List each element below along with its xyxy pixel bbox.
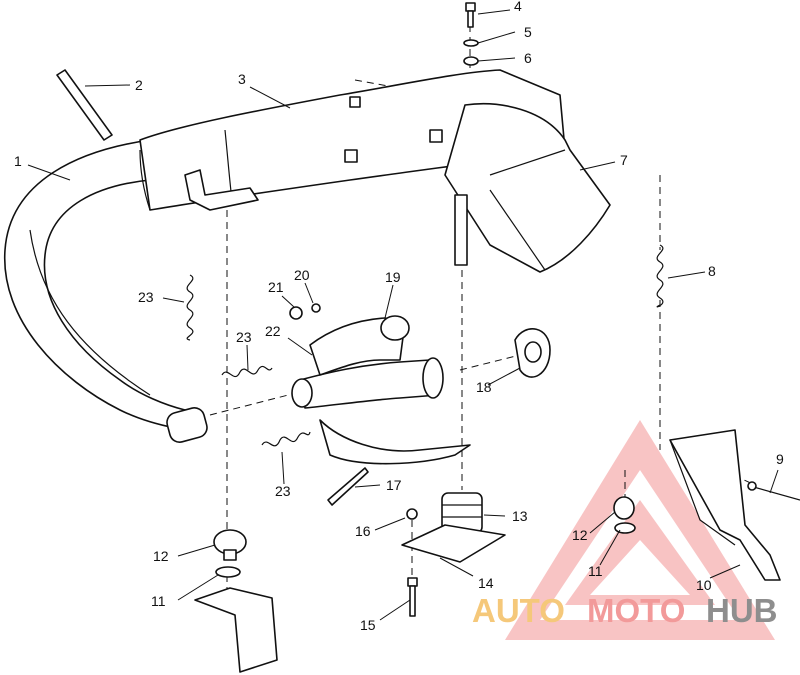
callout-11-right: 11 <box>588 563 603 579</box>
callout-11-left: 11 <box>151 593 166 609</box>
callout-20: 20 <box>294 267 310 283</box>
callout-6: 6 <box>524 50 532 66</box>
gasket-19 <box>380 315 410 341</box>
bolt-4 <box>465 2 476 28</box>
head-pipe <box>4 139 208 443</box>
washer-11-left <box>215 566 241 578</box>
callout-23-middle: 23 <box>236 329 252 345</box>
bolt-17 <box>327 467 369 506</box>
nut-21 <box>289 306 303 320</box>
callout-18: 18 <box>476 379 492 395</box>
gasket-18 <box>514 328 551 378</box>
callout-21: 21 <box>268 279 284 295</box>
callout-10: 10 <box>696 577 712 593</box>
callout-22: 22 <box>265 323 281 339</box>
bracket-10 <box>669 429 781 581</box>
callout-2: 2 <box>135 77 143 93</box>
callout-1: 1 <box>14 153 22 169</box>
leader-lines <box>27 9 779 621</box>
bracket-left <box>194 587 278 673</box>
muffler-bracket <box>184 169 259 211</box>
spring-23-lower <box>261 431 311 447</box>
callout-3: 3 <box>238 71 246 87</box>
spring-8 <box>656 244 664 308</box>
callout-16: 16 <box>355 523 371 539</box>
isolator-13 <box>441 492 483 534</box>
grommet-12-left <box>213 529 247 561</box>
washer-5 <box>463 39 479 47</box>
y-pipe <box>291 317 444 409</box>
washer-20 <box>311 303 321 313</box>
bolt-15 <box>407 577 418 617</box>
callout-15: 15 <box>360 617 376 633</box>
callout-23-lower: 23 <box>275 483 291 499</box>
callout-4: 4 <box>514 0 522 14</box>
watermark-text: AUTO MOTO HUB <box>472 592 778 629</box>
strap <box>56 69 113 141</box>
spring-23-middle <box>221 365 273 378</box>
callout-12-right: 12 <box>572 527 588 543</box>
rod-9 <box>747 481 800 501</box>
heat-shield <box>444 102 611 273</box>
washer-6 <box>463 56 479 66</box>
callout-23-left: 23 <box>138 289 154 305</box>
watermark-auto: AUTO <box>472 592 565 629</box>
callout-14: 14 <box>478 575 494 591</box>
callout-7: 7 <box>620 152 628 168</box>
nut-16 <box>406 508 418 520</box>
callout-numbers: 1 2 3 4 5 6 7 8 9 10 11 11 12 12 13 14 1… <box>14 0 784 633</box>
callout-5: 5 <box>524 24 532 40</box>
callout-13: 13 <box>512 508 528 524</box>
mounting-plate-14 <box>401 524 506 563</box>
callout-17: 17 <box>386 477 402 493</box>
washer-11-right <box>614 522 636 534</box>
callout-9: 9 <box>776 451 784 467</box>
watermark-hub: HUB <box>706 592 778 629</box>
watermark-moto: MOTO <box>587 592 685 629</box>
callout-8: 8 <box>708 263 716 279</box>
callout-12-left: 12 <box>153 548 169 564</box>
spring-23-left <box>186 274 194 341</box>
callout-19: 19 <box>385 269 401 285</box>
grommet-12-right <box>613 496 635 520</box>
watermark-logo <box>505 420 775 640</box>
heat-shield-lower <box>319 419 471 465</box>
